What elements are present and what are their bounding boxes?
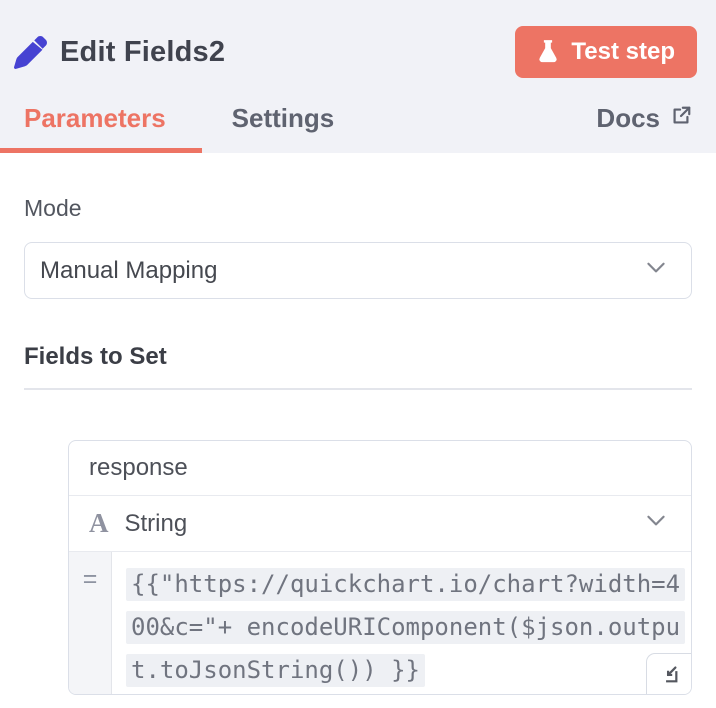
field-item: A String = {{"https://quickchart.io/char… xyxy=(68,440,692,695)
expand-expression-button[interactable] xyxy=(646,653,691,694)
active-tab-underline xyxy=(0,148,202,153)
mode-label: Mode xyxy=(24,195,82,221)
expression-line: 00&c="+ encodeURIComponent($json.outpu xyxy=(126,606,691,649)
tab-settings[interactable]: Settings xyxy=(231,102,335,133)
section-divider xyxy=(24,388,692,390)
pencil-icon xyxy=(14,35,47,69)
field-type-value: String xyxy=(124,509,188,537)
external-link-icon xyxy=(670,103,692,134)
node-title[interactable]: Edit Fields2 xyxy=(60,35,226,68)
field-value-expression-row: = {{"https://quickchart.io/chart?width=4… xyxy=(69,551,691,694)
field-name-input[interactable] xyxy=(89,454,671,482)
field-name-row xyxy=(69,441,691,496)
chevron-down-icon xyxy=(643,254,669,287)
expression-line: {{"https://quickchart.io/chart?width=4 xyxy=(126,563,691,606)
fields-to-set-heading: Fields to Set xyxy=(24,343,167,370)
node-panel-header: Edit Fields2 Test step Parameters Settin… xyxy=(0,0,716,153)
tab-parameters[interactable]: Parameters xyxy=(24,102,166,133)
field-type-select[interactable]: A String xyxy=(69,496,691,551)
expression-line: t.toJsonString()) }} xyxy=(126,649,691,692)
expression-equals-gutter: = xyxy=(69,552,112,694)
docs-label: Docs xyxy=(596,102,660,133)
test-step-label: Test step xyxy=(571,38,675,65)
chevron-down-icon xyxy=(643,507,669,540)
docs-link[interactable]: Docs xyxy=(596,103,692,134)
parameters-panel: Mode Manual Mapping Fields to Set A Stri… xyxy=(0,195,716,695)
expand-corner-arrow-icon xyxy=(666,666,678,683)
string-type-icon: A xyxy=(89,508,109,538)
mode-selected-value: Manual Mapping xyxy=(40,256,218,284)
test-step-button[interactable]: Test step xyxy=(515,26,697,78)
equals-sign: = xyxy=(82,565,98,593)
mode-select[interactable]: Manual Mapping xyxy=(24,242,692,299)
flask-icon xyxy=(537,39,559,65)
tab-bar: Parameters Settings Docs xyxy=(0,95,716,153)
expression-editor[interactable]: {{"https://quickchart.io/chart?width=4 0… xyxy=(112,552,691,694)
header-top-row: Edit Fields2 Test step xyxy=(0,0,716,78)
